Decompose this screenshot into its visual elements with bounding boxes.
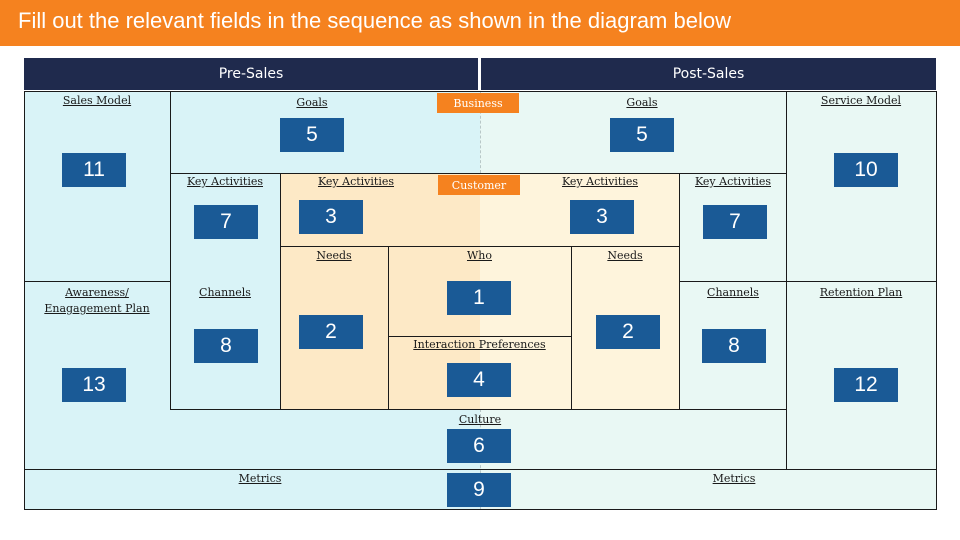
post-sales-header: Post-Sales: [481, 58, 936, 90]
needs-right-label: Needs: [607, 249, 643, 262]
channels-left-label: Channels: [199, 286, 251, 299]
key-activities-inner-left-label: Key Activities: [317, 175, 394, 188]
culture-label: Culture: [458, 413, 502, 426]
step-box-interaction-preferences: 4: [447, 363, 511, 397]
canvas-border: [24, 91, 937, 510]
awareness-label-line1: Awareness/: [65, 286, 129, 299]
interaction-preferences-label: Interaction Preferences: [413, 338, 546, 351]
step-box-needs-right: 2: [596, 315, 660, 349]
grid-line: [24, 281, 170, 282]
retention-plan-label: Retention Plan: [819, 286, 903, 299]
step-box-channels-left: 8: [194, 329, 258, 363]
pre-sales-header: Pre-Sales: [24, 58, 478, 90]
step-box-key-activities-inner-left: 3: [299, 200, 363, 234]
grid-line: [388, 246, 389, 409]
center-divider-top: [480, 91, 481, 173]
step-box-channels-right: 8: [702, 329, 766, 363]
goals-right-label: Goals: [626, 96, 658, 109]
step-box-metrics: 9: [447, 473, 511, 507]
who-label: Who: [466, 249, 492, 262]
grid-line: [170, 173, 786, 174]
customer-tag: Customer: [438, 175, 520, 195]
step-box-culture: 6: [447, 429, 511, 463]
grid-line: [388, 336, 571, 337]
step-box-sales-model: 11: [62, 153, 126, 187]
goals-left-label: Goals: [296, 96, 328, 109]
grid-line: [786, 91, 787, 469]
channels-right-label: Channels: [707, 286, 759, 299]
grid-line: [24, 469, 937, 470]
key-activities-outer-left-label: Key Activities: [186, 175, 263, 188]
step-box-awareness: 13: [62, 368, 126, 402]
top-banner: Fill out the relevant fields in the sequ…: [0, 0, 960, 46]
step-box-retention-plan: 12: [834, 368, 898, 402]
step-box-service-model: 10: [834, 153, 898, 187]
metrics-left-label: Metrics: [238, 472, 282, 485]
page-title: Fill out the relevant fields in the sequ…: [18, 8, 731, 33]
grid-line: [679, 281, 937, 282]
business-tag: Business: [437, 93, 519, 113]
needs-left-label: Needs: [316, 249, 352, 262]
metrics-right-label: Metrics: [712, 472, 756, 485]
grid-line: [280, 246, 679, 247]
grid-line: [280, 173, 281, 409]
grid-line: [679, 173, 680, 409]
grid-line: [170, 409, 786, 410]
step-box-who: 1: [447, 281, 511, 315]
service-model-label: Service Model: [820, 94, 902, 107]
step-box-goals-left: 5: [280, 118, 344, 152]
key-activities-inner-right-label: Key Activities: [561, 175, 638, 188]
step-box-key-activities-outer-left: 7: [194, 205, 258, 239]
step-box-key-activities-outer-right: 7: [703, 205, 767, 239]
step-box-key-activities-inner-right: 3: [570, 200, 634, 234]
step-box-needs-left: 2: [299, 315, 363, 349]
awareness-label-line2: Enagagement Plan: [44, 302, 150, 315]
grid-line: [170, 91, 171, 409]
grid-line: [571, 246, 572, 409]
sales-model-label: Sales Model: [62, 94, 132, 107]
key-activities-outer-right-label: Key Activities: [694, 175, 771, 188]
step-box-goals-right: 5: [610, 118, 674, 152]
